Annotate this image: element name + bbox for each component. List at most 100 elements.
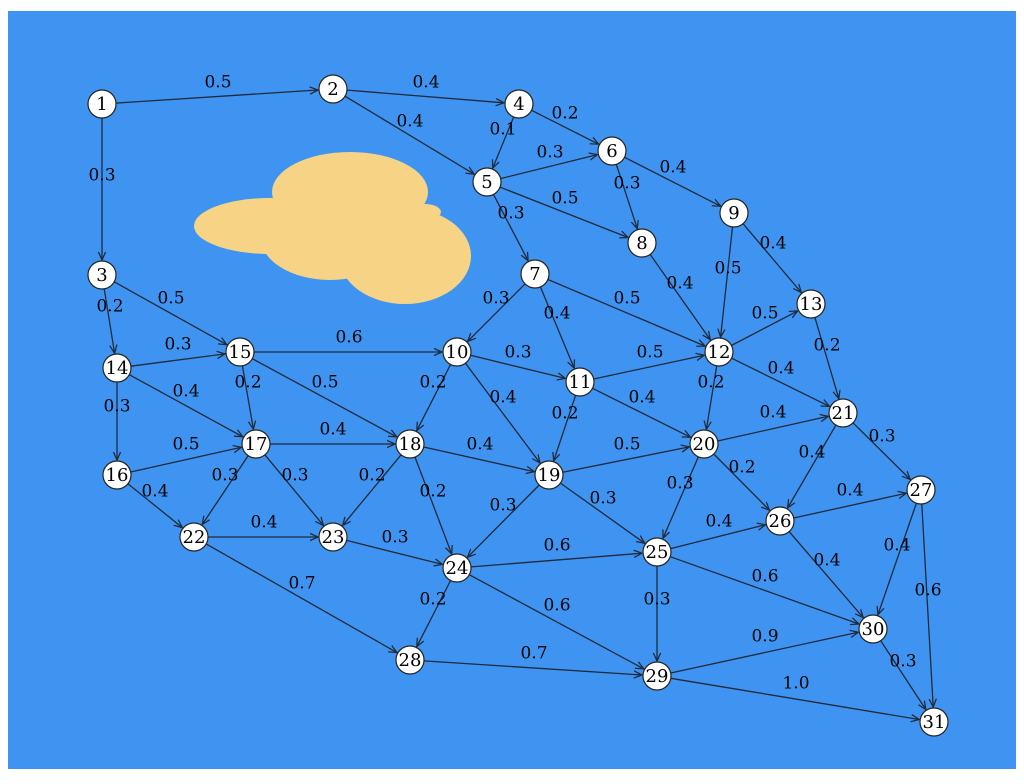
node-13: 13 (796, 289, 826, 319)
node-circle (828, 398, 858, 428)
edge-7-11 (539, 286, 574, 368)
node-label: 31 (923, 712, 946, 733)
edge-weight-label: 0.3 (613, 174, 640, 194)
edge-weight-label: 0.5 (204, 73, 231, 93)
edge-weight-label: 0.3 (381, 528, 408, 548)
node-circle (102, 460, 132, 490)
edge-weight-label: 0.9 (751, 627, 778, 647)
edge-weight-label: 0.4 (836, 481, 863, 501)
node-17: 17 (241, 429, 271, 459)
edge-28-29 (423, 660, 642, 675)
node-label: 30 (862, 619, 885, 640)
edge-weight-label: 0.2 (234, 373, 261, 393)
edge-weight-label: 0.3 (504, 343, 531, 363)
node-10: 10 (442, 337, 472, 367)
edge-11-20 (592, 387, 691, 437)
edge-16-22 (127, 483, 182, 528)
edge-weight-label: 0.3 (666, 474, 693, 494)
node-circle (395, 645, 425, 675)
edge-weight-label: 0.5 (551, 189, 578, 209)
edge-weight-label: 0.4 (767, 359, 794, 379)
edge-4-5 (493, 116, 515, 168)
node-25: 25 (642, 537, 672, 567)
node-circle (642, 537, 672, 567)
edge-27-31 (921, 503, 933, 707)
edge-2-5 (344, 95, 474, 174)
node-label: 14 (106, 358, 129, 379)
edge-9-12 (721, 226, 734, 337)
edge-11-19 (554, 395, 577, 461)
edge-weight-label: 0.2 (419, 373, 446, 393)
node-circle (765, 506, 795, 536)
edge-weight-label: 0.3 (211, 466, 238, 486)
edge-weight-label: 0.5 (714, 259, 741, 279)
edge-7-12 (547, 278, 705, 347)
node-circle (689, 429, 719, 459)
node-label: 22 (183, 527, 206, 548)
edge-13-21 (814, 317, 839, 398)
edge-15-18 (251, 358, 396, 437)
node-label: 28 (399, 650, 422, 671)
node-circle (906, 475, 936, 505)
edge-2-4 (346, 89, 504, 103)
edge-weight-label: 0.4 (141, 482, 168, 502)
edge-weight-label: 0.3 (103, 397, 130, 417)
node-label: 24 (446, 558, 469, 579)
node-circle (395, 429, 425, 459)
edge-weight-label: 0.4 (250, 513, 277, 533)
edge-weight-label: 0.4 (759, 234, 786, 254)
node-circle (627, 228, 657, 258)
node-circle (179, 522, 209, 552)
node-24: 24 (442, 553, 472, 583)
edge-12-21 (731, 357, 830, 406)
edge-weight-label: 0.6 (543, 596, 570, 616)
edge-27-30 (878, 502, 918, 615)
node-circle (534, 460, 564, 490)
edge-weight-label: 0.6 (335, 328, 362, 348)
node-8: 8 (627, 228, 657, 258)
node-label: 1 (96, 94, 107, 115)
edge-weight-label: 0.5 (613, 289, 640, 309)
node-label: 9 (728, 203, 739, 224)
node-circle (318, 74, 348, 104)
node-label: 19 (538, 465, 561, 486)
cloud-shape (194, 152, 471, 304)
node-circle (919, 707, 949, 737)
node-label: 16 (106, 465, 129, 486)
node-circle (565, 367, 595, 397)
edge-18-24 (414, 456, 452, 554)
edge-14-15 (130, 354, 225, 367)
edge-weight-label: 0.4 (798, 443, 825, 463)
edge-17-22 (202, 455, 249, 525)
node-label: 13 (800, 294, 823, 315)
node-31: 31 (919, 707, 949, 737)
node-circle (442, 337, 472, 367)
edge-weight-label: 0.2 (419, 590, 446, 610)
edge-weight-label: 0.2 (96, 297, 123, 317)
node-circle (719, 198, 749, 228)
edge-weight-label: 1.0 (782, 674, 809, 694)
node-label: 17 (245, 434, 268, 455)
edge-23-24 (346, 539, 443, 564)
edge-29-30 (670, 632, 859, 674)
node-7: 7 (520, 259, 550, 289)
node-label: 26 (769, 511, 792, 532)
node-label: 25 (646, 542, 669, 563)
node-6: 6 (597, 136, 627, 166)
node-15: 15 (225, 337, 255, 367)
edge-17-23 (264, 454, 324, 526)
edge-weight-label: 0.4 (543, 304, 570, 324)
node-22: 22 (179, 522, 209, 552)
edge-22-28 (205, 543, 397, 653)
edge-19-24 (468, 484, 540, 557)
node-circle (102, 353, 132, 383)
node-1: 1 (87, 89, 117, 119)
edge-20-26 (713, 453, 770, 510)
edge-3-14 (103, 288, 114, 353)
edge-weight-label: 0.4 (396, 112, 423, 132)
edge-10-18 (417, 364, 452, 431)
edge-weight-label: 0.4 (813, 551, 840, 571)
node-label: 29 (646, 666, 669, 687)
edge-10-11 (470, 354, 566, 378)
diagram-background (8, 11, 1016, 769)
